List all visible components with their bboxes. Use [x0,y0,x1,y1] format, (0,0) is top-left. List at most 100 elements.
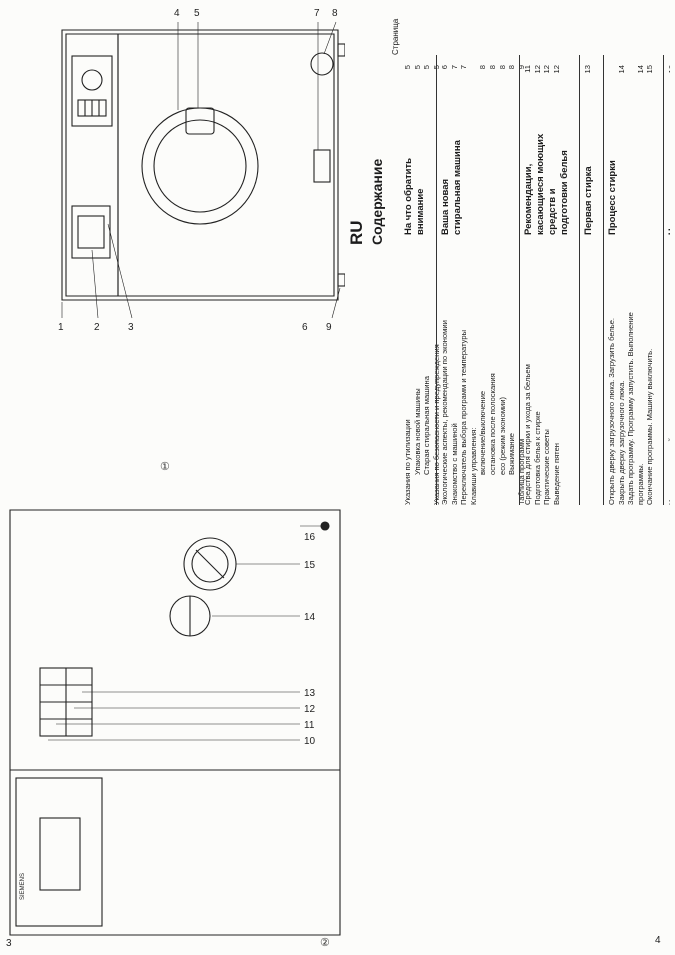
toc-entry[interactable]: Закрыть дверку загрузочного люка.14 [617,65,627,505]
toc-entry[interactable]: Клавиши управления: [469,65,479,505]
toc-entry[interactable]: Экологические аспекты, рекомендации по э… [440,65,450,505]
toc-entry[interactable]: Задать программу. Программу запустить. В… [626,65,636,505]
machine-art-foot-2 [337,273,345,287]
toc-entry-page: 16 [667,65,670,74]
toc-entry-page: 5 [422,65,432,70]
toc-entry-label: Указания по утилизации [403,419,412,505]
toc-entry-label: Подготовка белья к стирке [532,411,542,505]
m-label-7: 7 [314,8,320,19]
toc-entry[interactable]: Окончание программы. Машину выключить. 15 [645,65,655,505]
toc-entry[interactable]: Переключатель выбора программ и температ… [459,65,469,505]
machine-art-service-flap [313,149,331,183]
toc-entry-page: 12 [532,65,542,74]
m-label-6: 6 [302,322,308,333]
m-label-8: 8 [332,8,338,19]
toc-entry[interactable]: Чистка стиральной машины 16 [667,65,670,505]
panel-art-brand: SIEMENS [20,873,26,900]
toc-entry-page: 13 [583,65,592,74]
toc-entry-page: 14 [635,65,645,74]
toc-entry-label: Выжимание [507,433,517,475]
p-label-10: 10 [304,736,316,747]
machine-art-pump [310,52,334,76]
toc-entry-label: Выведение пятен [551,443,561,505]
toc-entry[interactable]: Практические советы 12 [542,65,552,505]
toc-entry[interactable]: Выжимание 8 [507,65,517,475]
machine-art-door-outer [141,107,259,225]
toc-entry-label: Клавиши управления: [468,427,478,505]
toc-entry-label: Экологические аспекты, рекомендации по э… [440,320,449,505]
toc-region: RU Содержание Страница На что обратить в… [345,15,670,925]
p-label-15: 15 [304,560,316,571]
toc-entry-label: Упаковка новой машины [412,388,422,475]
machine-art-door-inner [153,119,247,213]
toc-entry[interactable]: 13 [583,65,593,505]
toc-separator [603,55,604,505]
m-label-2: 2 [94,322,100,333]
fig1-mark: ① [160,461,170,473]
toc-entry[interactable]: Указания по утилизации 5 [403,65,413,505]
m-label-9: 9 [326,322,332,333]
machine-art-front [117,33,335,297]
toc-entry-label: eco (режим экономии) [497,396,507,475]
toc-separator [579,55,580,505]
toc-entry-label: Окончание программы. Машину выключить. [645,348,655,505]
toc-entry[interactable]: Упаковка новой машины 5 [413,65,423,475]
panel-art-drawer-handle [39,817,81,891]
toc-rotated: RU Содержание Страница На что обратить в… [345,15,670,925]
toc-entry-page: 6 [440,65,449,70]
toc-entry-label: программы. [635,463,645,505]
machine-art [61,29,345,301]
m-label-1: 1 [58,322,64,333]
toc-entry[interactable]: Знакомство с машиной 7 [450,65,460,505]
toc-entry[interactable]: Подготовка белья к стирке 12 [533,65,543,505]
toc-entry-page: 12 [542,65,552,74]
toc-entry-page: 7 [449,65,459,70]
m-label-4: 4 [174,8,180,19]
toc-entry-page: 8 [478,65,488,70]
toc-entry-page: 7 [459,65,469,70]
page-number-left: 3 [6,938,12,949]
toc-entry[interactable]: программы. 14 [636,65,646,505]
toc-separator [436,55,437,505]
p-label-14: 14 [304,612,316,623]
toc-entry-page: 8 [507,65,517,70]
toc-entry-label: Чистка стиральной машины [667,406,670,505]
toc-entry[interactable]: Открыть дверку загрузочного люка. Загруз… [607,65,617,505]
toc-entry-label: Знакомство с машиной [449,423,459,505]
p-label-12: 12 [304,704,316,715]
diagram-main: 1 2 3 4 5 6 7 8 9 ① SIEMENS [6,8,345,949]
m-label-5: 5 [194,8,200,19]
toc-entry-page: 5 [412,65,422,70]
toc-separator [663,55,664,505]
machine-art-cabinet [61,29,339,301]
machine-art-dial [81,69,103,91]
page-column-header: Страница [391,18,400,55]
toc-entry-label: остановка после полоскания [488,373,497,475]
toc-entry[interactable]: Старая стиральная машина 5 [422,65,432,475]
page-number-right: 4 [655,935,661,946]
panel-art-drawer [15,777,103,927]
toc-entry[interactable]: Средства для стирки и ухода за бельем 11 [523,65,533,505]
toc-entry-page: 5 [403,65,412,70]
toc-entry-page: 11 [523,65,532,73]
toc-title: Содержание [369,158,385,245]
toc-entry-label: Открыть дверку загрузочного люка. Загруз… [607,317,616,505]
toc-entry-page: 8 [497,65,507,70]
toc-entry-page: 15 [645,65,655,74]
m-label-3: 3 [128,322,134,333]
toc-entry-label: Закрыть дверку загрузочного люка. [616,380,626,505]
fig2-mark: ② [320,937,330,949]
toc-entry-label: Средства для стирки и ухода за бельем [523,364,532,505]
machine-art-controls [71,55,113,127]
toc-separator [519,55,520,505]
machine-art-door-handle [185,107,215,135]
toc-entry-label: Практические советы [542,429,552,505]
machine-art-foot-1 [337,43,345,57]
machine-art-leaders [61,21,341,319]
language-code: RU [347,220,366,245]
toc-entry-label: Старая стиральная машина [422,376,432,475]
toc-entry[interactable]: eco (режим экономии) 8 [498,65,508,475]
